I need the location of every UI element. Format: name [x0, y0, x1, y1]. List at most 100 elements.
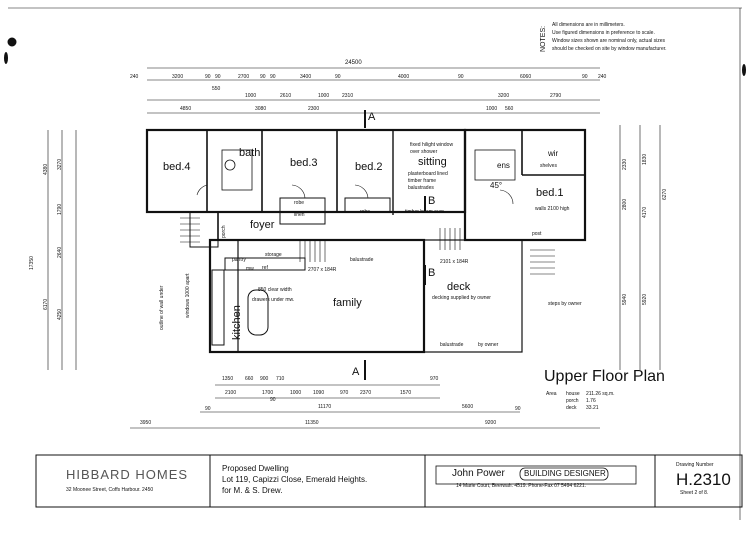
note-line-4: should be checked on site by window manu…	[552, 46, 667, 52]
dim-top2: 2790	[550, 93, 562, 99]
note-by-owner: by owner	[478, 342, 499, 348]
note-clear-850: 850 clear width	[258, 287, 292, 293]
dim-top: 90	[205, 74, 211, 80]
note-balustrades: balustrades	[408, 185, 434, 191]
section-marker-a-top: A	[368, 111, 376, 123]
dim-bottom-overall: 3950	[140, 420, 152, 426]
room-bed1: bed.1	[536, 187, 564, 199]
room-linen: linen	[294, 212, 305, 218]
note-angle: 45°	[490, 181, 503, 190]
dim-top: 90	[270, 74, 276, 80]
section-marker-b-bottom: B	[428, 267, 436, 279]
dim-top3: 4850	[180, 106, 192, 112]
room-bath: bath	[239, 147, 261, 159]
area-house-value: 211.26 sq.m.	[586, 391, 615, 397]
dim-bottom-misc: 970	[430, 376, 439, 382]
section-marker-b-top: B	[428, 195, 436, 207]
room-ens: ens	[497, 161, 510, 170]
room-mw: mw	[246, 266, 254, 272]
room-bed3: bed.3	[290, 157, 318, 169]
room-deck: deck	[447, 281, 471, 293]
dim-bottom2: 970	[340, 390, 349, 396]
room-foyer: foyer	[250, 219, 275, 231]
dim-bottom-misc: 90	[515, 406, 521, 412]
sheet-number: Sheet 2 of 8.	[680, 490, 709, 496]
note-balustrade-1: balustrade	[350, 257, 374, 263]
note-line-3: Window sizes shown are nominal only, act…	[552, 38, 666, 44]
dim-left: 2640	[57, 246, 63, 258]
dim-top: 3200	[172, 74, 184, 80]
plan-title: Upper Floor Plan	[544, 368, 665, 385]
dim-top2: 550	[212, 86, 221, 92]
project-client: for M. & S. Drew.	[222, 486, 283, 495]
dim-top3: 3080	[255, 106, 267, 112]
dim-left: 3270	[57, 158, 63, 170]
room-ref: ref	[262, 265, 268, 271]
dim-top: 240	[130, 74, 139, 80]
note-stair-1: 2707 x 184R	[308, 267, 337, 273]
company-address: 32 Moonee Street, Coffs Harbour. 2450	[66, 487, 154, 493]
dim-top: 90	[215, 74, 221, 80]
dim-bottom-overall: 9200	[485, 420, 497, 426]
note-stair-2: 2101 x 184R	[440, 259, 469, 265]
dim-left: 4250	[57, 308, 63, 320]
dim-top2: 1000	[245, 93, 257, 99]
area-porch-label: porch	[566, 398, 579, 404]
dim-right: 2330	[622, 158, 628, 170]
dim-bottom2: 2100	[225, 390, 237, 396]
dim-top: 3400	[300, 74, 312, 80]
area-label: Area	[546, 391, 557, 397]
dim-bottom3: 11170	[318, 404, 332, 410]
dim-bottom-misc: 90	[205, 406, 211, 412]
area-house-label: house	[566, 391, 580, 397]
note-line-1: All dimensions are in millimeters.	[552, 22, 625, 28]
note-windows-1000: windows 1000 apart	[185, 273, 191, 318]
dim-top3: 560	[505, 106, 514, 112]
note-timber-beam: timber beam over	[405, 209, 444, 215]
designer-name: John Power	[452, 468, 505, 479]
room-pantry: pantry	[232, 257, 246, 263]
dim-top2: 1000	[318, 93, 330, 99]
room-bed2: bed.2	[355, 161, 383, 173]
room-porch: porch	[221, 225, 227, 238]
dim-right: 4170	[642, 206, 648, 218]
project-lot: Lot 119, Capizzi Close, Emerald Heights.	[222, 475, 368, 484]
dim-bottom1: 900	[260, 376, 269, 382]
area-deck-label: deck	[566, 405, 577, 411]
note-line-2: Use figured dimensions in preference to …	[552, 30, 655, 36]
note-hilight: fixed hilight window	[410, 142, 454, 148]
note-outline: outline of wall under	[159, 285, 165, 330]
dim-right: 2800	[622, 198, 628, 210]
note-decking: decking supplied by owner	[432, 295, 491, 301]
dim-bottom1: 660	[245, 376, 254, 382]
note-shelves: shelves	[540, 163, 557, 169]
note-over-shower: over shower	[410, 149, 438, 155]
dim-top2: 2610	[280, 93, 292, 99]
room-sitting: sitting	[418, 156, 447, 168]
dim-top3: 2300	[308, 106, 320, 112]
dim-left: 6170	[43, 298, 49, 310]
drawing-number: H.2310	[676, 470, 731, 489]
dim-bottom2: 1090	[313, 390, 325, 396]
note-timber-frame: timber frame	[408, 178, 437, 184]
dim-left: 1790	[57, 203, 63, 215]
note-post: post	[532, 231, 542, 237]
company-name: HIBBARD HOMES	[66, 467, 189, 482]
section-marker-a-bottom: A	[352, 366, 360, 378]
area-deck-value: 33.21	[586, 405, 599, 411]
note-balustrade-2: balustrade	[440, 342, 464, 348]
designer-role: BUILDING DESIGNER	[524, 469, 606, 478]
dim-top: 90	[260, 74, 266, 80]
designer-address: 14 Marie Court, Beerwah. 4519. Phone-Fax…	[456, 483, 587, 489]
room-bed4: bed.4	[163, 161, 191, 173]
dim-top3: 1000	[486, 106, 498, 112]
drawing-number-label: Drawing Number	[676, 462, 714, 468]
dim-bottom1: 1350	[222, 376, 234, 382]
dim-top2: 2310	[342, 93, 354, 99]
note-steps-by-owner: steps by owner	[548, 301, 582, 307]
note-plasterboard: plasterboard lined	[408, 171, 448, 177]
dim-top: 90	[582, 74, 588, 80]
dim-bottom2: 1700	[262, 390, 274, 396]
dim-left-overall: 17350	[29, 256, 35, 270]
